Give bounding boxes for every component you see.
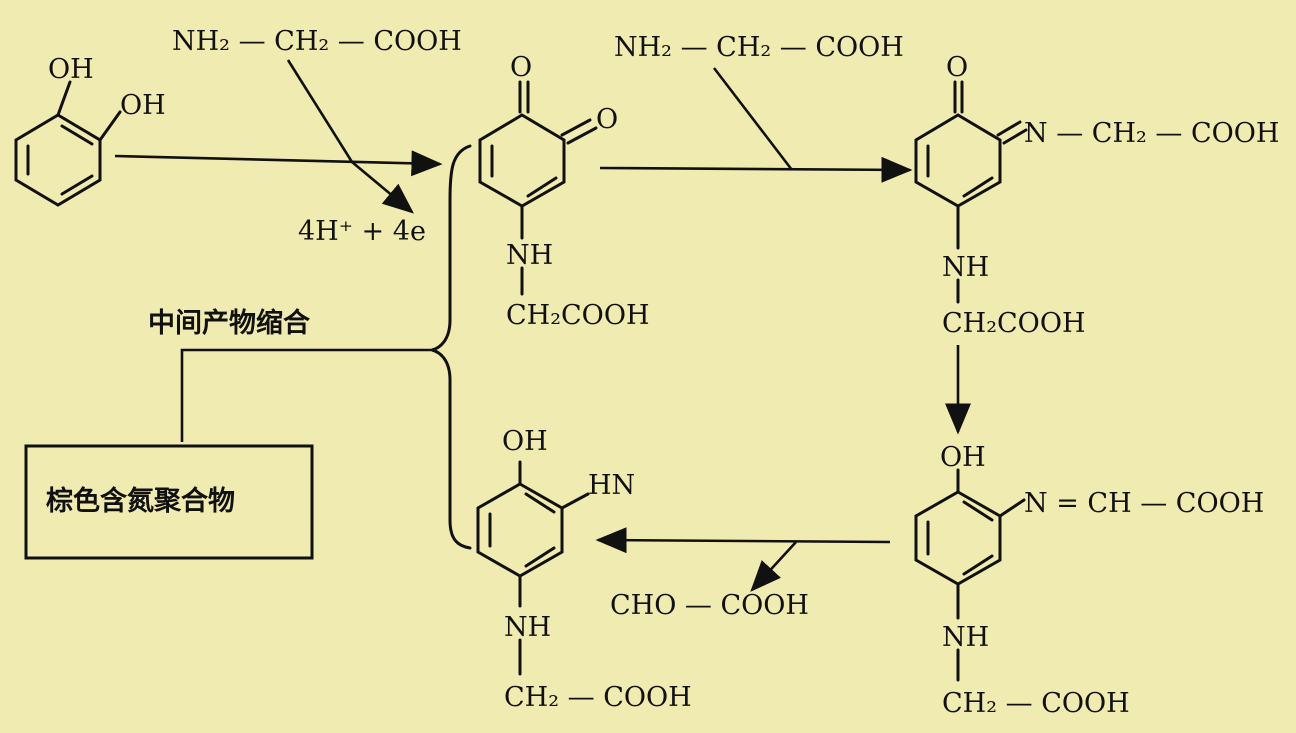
intermediate4-ring <box>476 460 590 676</box>
glycine-approach-line-1 <box>286 59 354 163</box>
grouping-brace <box>431 144 472 550</box>
int3-oh: OH <box>940 442 986 473</box>
intermediate2-ring <box>914 80 1028 304</box>
catechol-oh-second: OH <box>120 90 166 121</box>
int1-ch2cooh: CH₂COOH <box>506 300 650 331</box>
int4-nh: NH <box>504 612 551 643</box>
int4-hn: HN <box>588 470 635 501</box>
int4-oh: OH <box>502 426 548 457</box>
intermediate1-ring <box>478 80 598 296</box>
glycine-approach-line-2 <box>712 67 794 171</box>
arrow-byproduct-2 <box>750 541 797 592</box>
int1-o2: O <box>596 104 618 135</box>
int2-nh: NH <box>942 252 989 283</box>
int2-imine: N — CH₂ — COOH <box>1024 118 1279 149</box>
arrow-step2 <box>599 156 913 183</box>
arrow-byproduct-1 <box>351 161 414 214</box>
int2-o: O <box>946 52 968 83</box>
glyoxylic-acid: CHO — COOH <box>610 590 809 621</box>
arrow-step4 <box>595 527 891 554</box>
glycine-label-2: NH₂ — CH₂ — COOH <box>614 32 904 63</box>
product-box <box>24 444 314 560</box>
int2-ch2cooh: CH₂COOH <box>942 308 1086 339</box>
int3-imine: N = CH — COOH <box>1024 488 1264 519</box>
glycine-label-1: NH₂ — CH₂ — COOH <box>172 26 462 57</box>
product-label: 棕色含氮聚合物 <box>46 485 235 517</box>
int4-ch2cooh: CH₂ — COOH <box>504 682 692 713</box>
int3-nh: NH <box>942 622 989 653</box>
intermediate3-ring <box>914 468 1026 682</box>
int3-ch2cooh: CH₂ — COOH <box>942 688 1130 719</box>
condensation-connector <box>180 348 432 442</box>
catechol-ring <box>14 80 122 207</box>
arrow-step1 <box>114 150 443 177</box>
int1-nh: NH <box>506 240 553 271</box>
condensation-label: 中间产物缩合 <box>148 307 310 339</box>
byproduct-h-e: 4H⁺ + 4e <box>298 216 426 247</box>
catechol-oh-top: OH <box>48 54 94 85</box>
int1-o1: O <box>510 52 532 83</box>
